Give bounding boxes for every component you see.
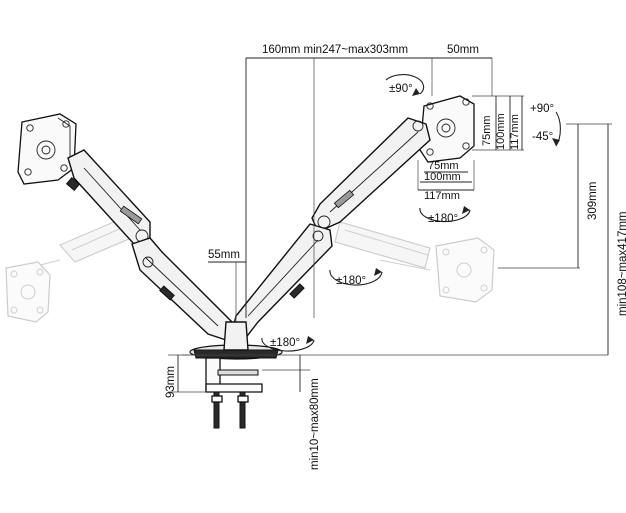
label-vesa-h100: 100mm <box>424 171 461 183</box>
label-93: 93mm <box>165 366 177 398</box>
label-vesa-v75: 75mm <box>481 115 493 146</box>
desk-clamp <box>205 357 263 429</box>
label-arm-length: 160mm min247~max303mm <box>262 44 408 56</box>
right-lower-arm <box>231 223 333 341</box>
label-swivel-base: ±180° <box>270 337 300 349</box>
label-tilt-up: +90° <box>530 103 554 115</box>
ghost-right-plate <box>435 237 495 303</box>
label-55: 55mm <box>208 249 240 261</box>
label-swivel-head: ±180° <box>428 213 458 225</box>
label-309: 309mm <box>587 182 599 220</box>
left-lower-arm <box>131 237 233 341</box>
left-vesa-plate <box>17 113 77 185</box>
right-upper-arm <box>311 117 431 233</box>
label-vesa-v117: 117mm <box>509 114 521 150</box>
tilt-arrow <box>552 111 561 147</box>
ghost-right-arm <box>334 221 431 271</box>
swivel-base-arrow <box>261 336 315 352</box>
label-rotate-90: ±90° <box>389 83 413 95</box>
label-vesa-h75: 75mm <box>428 160 459 172</box>
label-vesa-h117: 117mm <box>424 190 460 202</box>
label-tilt-down: -45° <box>532 131 553 143</box>
base-plate <box>189 321 283 360</box>
label-vesa-v100: 100mm <box>495 113 507 150</box>
label-417: min108~max417mm <box>617 211 626 316</box>
right-vesa-plate <box>419 95 475 163</box>
swivel-elbow-arrow <box>329 268 383 286</box>
label-vesa-50: 50mm <box>447 44 479 56</box>
label-swivel-elbow: ±180° <box>336 275 366 287</box>
swivel-head-arrow <box>419 206 471 223</box>
label-desk-thickness: min10~max80mm <box>309 378 321 470</box>
ghost-left-plate <box>5 261 51 323</box>
rotate-90-arrow <box>385 74 425 96</box>
